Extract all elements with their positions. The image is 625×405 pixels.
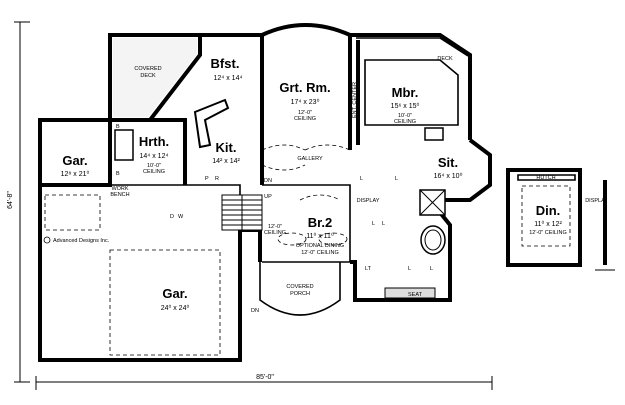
room-mbr-name: Mbr. bbox=[392, 85, 419, 100]
covered-deck-area bbox=[113, 38, 197, 117]
stairs bbox=[221, 194, 263, 231]
garage-doors bbox=[44, 194, 221, 356]
label-up: UP bbox=[264, 194, 272, 200]
label-dn-top: DN bbox=[264, 178, 272, 184]
fixture-l2: L bbox=[395, 176, 398, 182]
room-hrth-size: 14⁴ x 12⁴ bbox=[140, 153, 169, 160]
dimension-lines bbox=[14, 21, 493, 390]
room-kit-size: 14² x 14² bbox=[212, 158, 240, 165]
deck-area bbox=[356, 37, 469, 57]
room-hrth-ceiling: 10'-0" bbox=[147, 163, 161, 169]
fixture-l3: L bbox=[372, 221, 375, 227]
room-hrth-name: Hrth. bbox=[139, 134, 169, 149]
room-mbr-ceiling: 10'-0" bbox=[398, 113, 412, 119]
sit-fixture bbox=[424, 127, 444, 141]
fireplace bbox=[114, 129, 134, 161]
covered-porch bbox=[259, 262, 341, 316]
room-gar-small-size: 12⁸ x 21⁰ bbox=[61, 170, 90, 178]
label-work-bench-1: WORK bbox=[111, 186, 128, 192]
fixture-l1: L bbox=[360, 176, 363, 182]
credit-mark bbox=[43, 236, 51, 244]
fixture-p: P bbox=[205, 176, 209, 182]
label-seat: SEAT bbox=[408, 292, 423, 298]
fixture-l4: L bbox=[382, 221, 385, 227]
room-sit-size: 16⁴ x 10⁰ bbox=[434, 172, 463, 180]
room-gar-small-name: Gar. bbox=[62, 153, 87, 168]
label-foyer-ceiling-2: CEILING bbox=[264, 230, 286, 236]
dining-inset bbox=[506, 168, 615, 271]
master-bath bbox=[384, 189, 446, 299]
label-covered-porch-2: PORCH bbox=[290, 291, 310, 297]
room-br2-name: Br.2 bbox=[308, 215, 333, 230]
room-gar-large-name: Gar. bbox=[162, 286, 187, 301]
label-gallery: GALLERY bbox=[297, 156, 323, 162]
kitchen-island bbox=[193, 98, 230, 149]
label-work-bench-2: BENCH bbox=[110, 192, 129, 198]
room-kit-name: Kit. bbox=[216, 140, 237, 155]
label-hutch: HUTCH bbox=[536, 175, 555, 181]
master-bay bbox=[364, 59, 459, 126]
fixture-w: W bbox=[178, 214, 184, 220]
fixture-d: D bbox=[170, 214, 174, 220]
fixture-r: R bbox=[215, 176, 219, 182]
room-din-name: Din. bbox=[536, 203, 561, 218]
room-bfst-size: 12⁴ x 14⁴ bbox=[214, 75, 243, 82]
room-grtrm-ceiling: 12'-0" bbox=[298, 110, 312, 116]
room-bfst-name: Bfst. bbox=[211, 56, 240, 71]
room-br2-note: OPTIONAL DINING bbox=[296, 243, 344, 249]
label-covered-deck-1: COVERED bbox=[134, 66, 161, 72]
label-covered-porch-1: COVERED bbox=[286, 284, 313, 290]
fixture-b1: B bbox=[116, 124, 120, 130]
room-mbr-size: 15⁶ x 15⁰ bbox=[391, 102, 420, 110]
room-grtrm-ceiling-label: CEILING bbox=[294, 116, 316, 122]
label-foyer-ceiling-1: 12'-0" bbox=[268, 224, 282, 230]
room-br2-size: 11⁰ x 11⁰ bbox=[306, 232, 334, 240]
label-display-right: DISPLA bbox=[585, 198, 605, 204]
label-covered-deck-2: DECK bbox=[140, 73, 156, 79]
room-gar-large-size: 24⁰ x 24⁰ bbox=[161, 304, 190, 312]
room-din-size: 11⁰ x 12² bbox=[534, 220, 562, 228]
label-display-left: DISPLAY bbox=[357, 198, 380, 204]
fixture-lt: LT bbox=[365, 266, 372, 272]
room-grtrm-size: 17⁴ x 23⁰ bbox=[291, 98, 320, 106]
room-br2-ceiling: 12'-0" CEILING bbox=[301, 250, 339, 256]
exterior-walls bbox=[38, 23, 492, 362]
label-deck: DECK bbox=[437, 56, 453, 62]
label-ent-center: ENT. CENTER bbox=[352, 82, 358, 118]
dimension-width: 85'-0" bbox=[256, 374, 274, 381]
gallery-arches bbox=[261, 144, 351, 246]
room-din-ceiling: 12'-0" CEILING bbox=[529, 230, 567, 236]
label-dn-porch: DN bbox=[251, 308, 259, 314]
room-grtrm-name: Grt. Rm. bbox=[279, 80, 330, 95]
room-mbr-ceiling-label: CEILING bbox=[394, 119, 416, 125]
credit-text: Advanced Designs Inc. bbox=[53, 238, 110, 244]
room-sit-name: Sit. bbox=[438, 155, 458, 170]
fixture-l5: L bbox=[408, 266, 411, 272]
fixture-l6: L bbox=[430, 266, 433, 272]
dimension-depth: 64'-8" bbox=[7, 191, 14, 209]
fixture-b2: B bbox=[116, 171, 120, 177]
room-hrth-ceiling-label: CEILING bbox=[143, 169, 165, 175]
